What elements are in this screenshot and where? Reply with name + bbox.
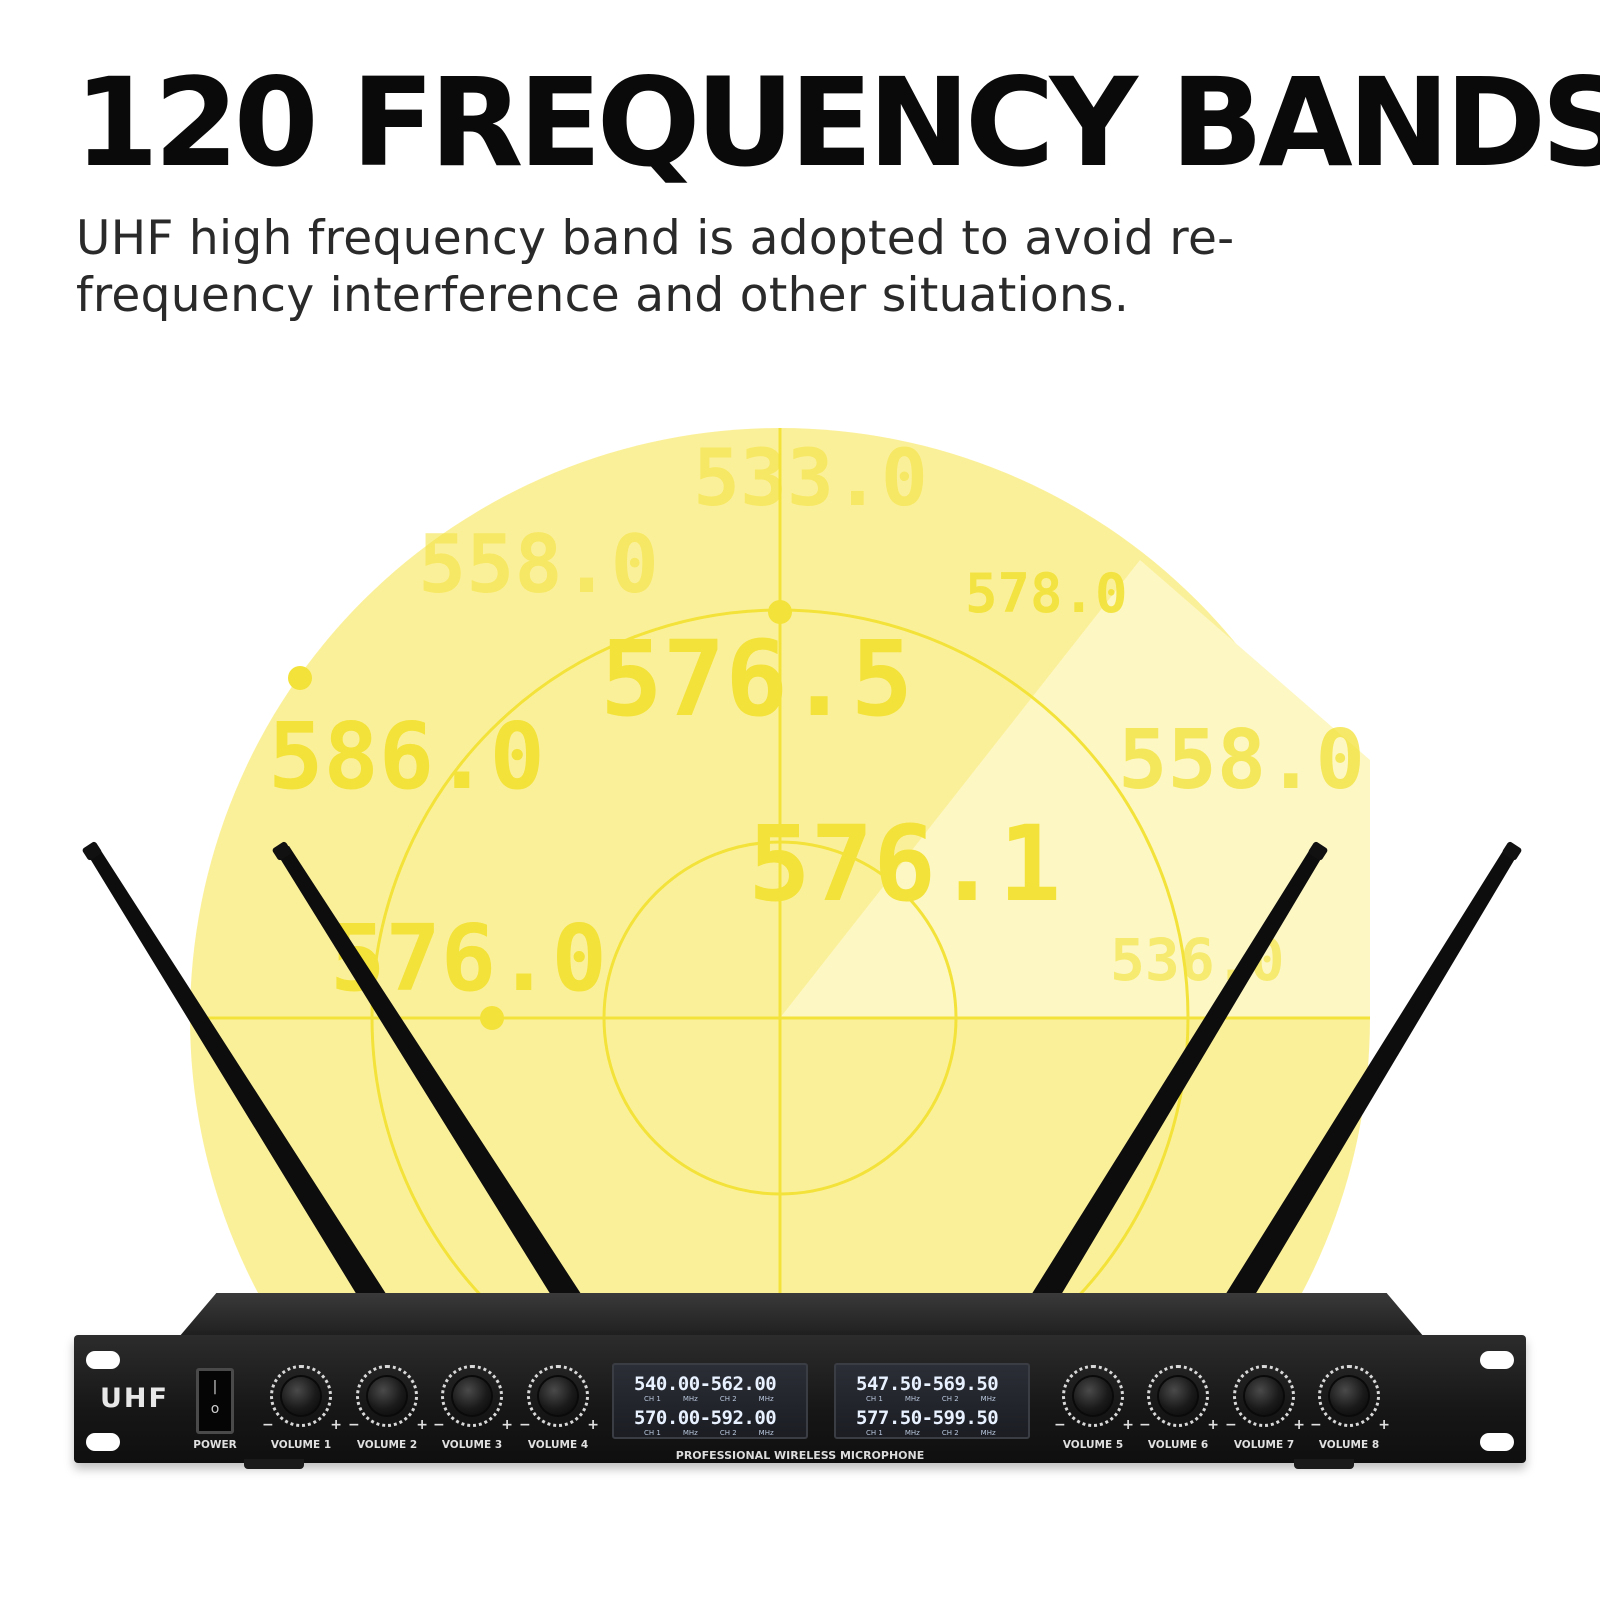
radar-label: 586.0: [268, 703, 545, 810]
radar-dot: [288, 666, 312, 690]
volume-label-1: VOLUME 1: [270, 1439, 332, 1451]
rack-mount-hole: [1480, 1433, 1514, 1451]
subheadline: UHF high frequency band is adopted to av…: [76, 211, 1235, 323]
volume-knob-6[interactable]: −+: [1139, 1365, 1219, 1433]
product-label: PROFESSIONAL WIRELESS MICROPHONE: [675, 1449, 925, 1462]
volume-knob-3[interactable]: −+: [433, 1365, 513, 1433]
volume-label-2: VOLUME 2: [356, 1439, 418, 1451]
receiver-foot: [244, 1459, 304, 1469]
radar-label: 576.5: [600, 618, 913, 740]
power-switch[interactable]: | o: [196, 1368, 234, 1434]
radar-label: 576.1: [748, 803, 1061, 925]
volume-knob-7[interactable]: −+: [1225, 1365, 1305, 1433]
radar-dot: [768, 600, 792, 624]
power-label: POWER: [193, 1439, 237, 1451]
antenna-1: [82, 841, 390, 1300]
antenna-3: [1028, 841, 1328, 1300]
rack-mount-hole: [86, 1351, 120, 1369]
volume-label-6: VOLUME 6: [1147, 1439, 1209, 1451]
display-2-row-2-frequency: 577.50-599.50: [856, 1407, 999, 1429]
rack-mount-hole: [1480, 1351, 1514, 1369]
radar-light-wedge: [780, 560, 1370, 1018]
antenna-4: [1222, 841, 1522, 1300]
volume-knob-4[interactable]: −+: [519, 1365, 599, 1433]
receiver-top-cover: [179, 1293, 1424, 1337]
power-off-symbol: o: [210, 1401, 220, 1417]
radar-label: 558.0: [1118, 713, 1365, 808]
radar-label: 578.0: [965, 562, 1128, 625]
antenna-2: [272, 841, 585, 1300]
headline: 120 FREQUENCY BANDS: [74, 52, 1600, 194]
display-1-row-2-frequency: 570.00-592.00: [634, 1407, 777, 1429]
radar-label: 533.0: [693, 434, 928, 524]
volume-knob-2[interactable]: −+: [348, 1365, 428, 1433]
volume-label-5: VOLUME 5: [1062, 1439, 1124, 1451]
volume-label-8: VOLUME 8: [1318, 1439, 1380, 1451]
volume-knob-1[interactable]: −+: [262, 1365, 342, 1433]
receiver-foot: [1294, 1459, 1354, 1469]
volume-label-3: VOLUME 3: [441, 1439, 503, 1451]
wireless-receiver: UHF | o POWER −+ VOLUME 1 −+ VOLUME 2 −+…: [74, 1293, 1526, 1469]
display-1-row-1-frequency: 540.00-562.00: [634, 1373, 777, 1395]
volume-label-4: VOLUME 4: [527, 1439, 589, 1451]
brand-logo: UHF: [100, 1383, 169, 1414]
radar-dot: [480, 1006, 504, 1030]
rack-mount-hole: [86, 1433, 120, 1451]
volume-knob-8[interactable]: −+: [1310, 1365, 1390, 1433]
volume-label-7: VOLUME 7: [1233, 1439, 1295, 1451]
radar-label: 558.0: [418, 518, 659, 611]
volume-knob-5[interactable]: −+: [1054, 1365, 1134, 1433]
power-on-symbol: |: [212, 1379, 218, 1395]
display-2-row-1-frequency: 547.50-569.50: [856, 1373, 999, 1395]
